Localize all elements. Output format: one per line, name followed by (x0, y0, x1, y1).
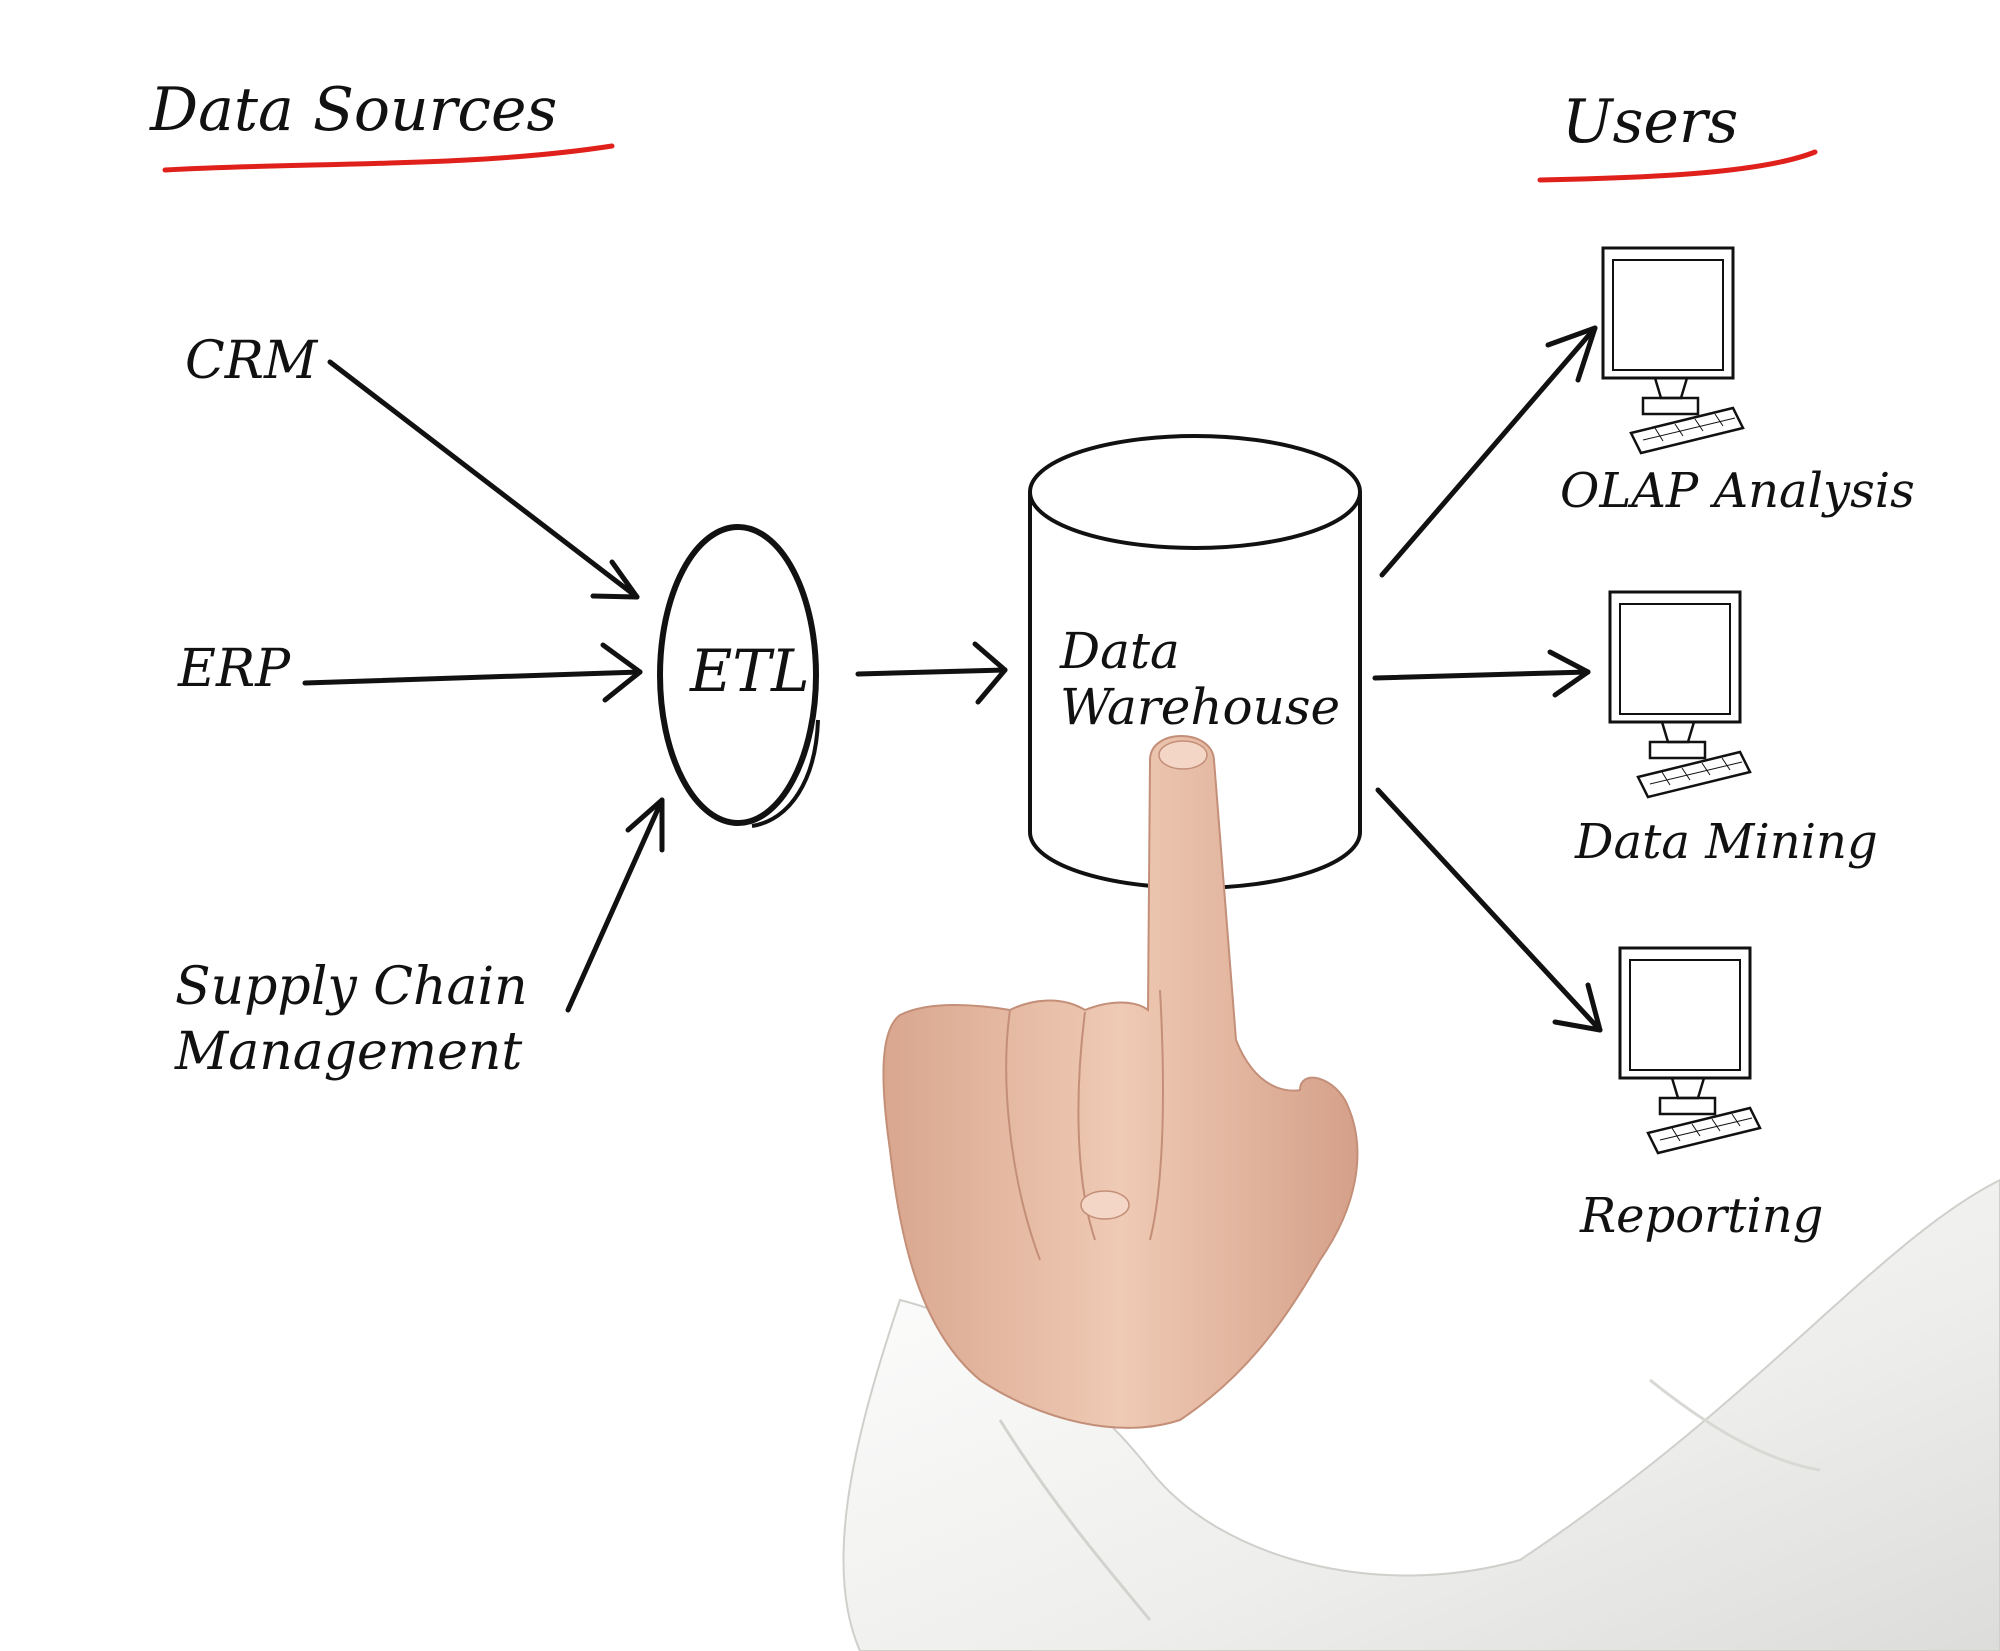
erp-arrow (302, 642, 643, 703)
warehouse-line1: Data (1060, 622, 1180, 680)
crm-arrow (327, 359, 640, 600)
computer-icon (1601, 246, 1745, 455)
user-mining-label: Data Mining (1575, 814, 1878, 870)
warehouse-line2: Warehouse (1060, 678, 1341, 736)
data-sources-underline (162, 143, 615, 173)
warehouse-to-reporting-arrow (1375, 787, 1603, 1033)
computer-icon (1608, 590, 1752, 799)
scm-arrow (565, 797, 665, 1013)
source-scm-line2: Management (175, 1022, 523, 1082)
source-scm-line1: Supply Chain (175, 957, 528, 1017)
warehouse-label: Data Warehouse (1060, 623, 1340, 735)
data-sources-header: Data Sources (150, 75, 558, 145)
warehouse-to-mining-arrow (1372, 649, 1591, 698)
source-crm-label: CRM (185, 331, 318, 391)
computer-icon (1618, 946, 1762, 1155)
etl-to-warehouse-arrow (855, 641, 1008, 705)
etl-ellipse (657, 524, 820, 828)
etl-label: ETL (690, 637, 810, 705)
source-scm-label: Supply Chain Management (175, 955, 528, 1085)
user-reporting-label: Reporting (1580, 1188, 1824, 1244)
warehouse-to-olap-arrow (1379, 325, 1598, 578)
users-underline (1537, 149, 1818, 183)
source-erp-label: ERP (178, 639, 291, 699)
users-header: Users (1562, 87, 1739, 157)
hand (882, 735, 1359, 1429)
pointing-hand (842, 735, 2000, 1651)
user-olap-label: OLAP Analysis (1560, 463, 1915, 519)
